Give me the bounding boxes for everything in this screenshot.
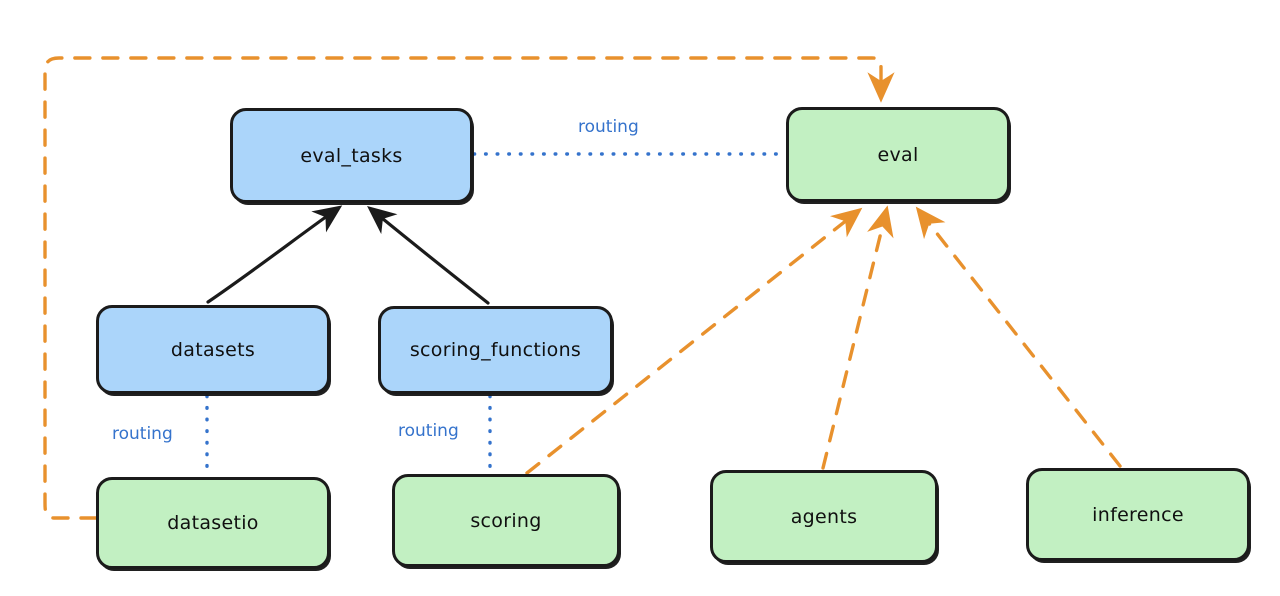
node-scoring[interactable]: scoring: [392, 474, 620, 567]
edge-scoring-to-eval: [525, 207, 863, 475]
node-label-datasets: datasets: [170, 338, 256, 361]
edge-scoring-functions-to-eval-tasks: [367, 205, 490, 305]
node-label-eval: eval: [877, 143, 919, 166]
node-datasets[interactable]: datasets: [96, 305, 330, 394]
edge-label-routing-eval-tasks: routing: [578, 117, 639, 137]
node-label-datasetio: datasetio: [167, 512, 259, 534]
node-label-eval-tasks: eval_tasks: [300, 144, 403, 167]
node-label-scoring: scoring: [470, 509, 542, 532]
edge-datasets-to-eval-tasks: [206, 205, 343, 304]
edge-label-routing-datasets: routing: [112, 424, 173, 444]
node-datasetio[interactable]: datasetio: [96, 477, 330, 569]
edge-inference-to-eval: [915, 206, 1122, 468]
node-label-agents: agents: [790, 505, 858, 528]
edge-datasetio-to-eval: [43, 56, 895, 520]
edge-label-routing-scoring-functions: routing: [398, 421, 459, 441]
node-eval-tasks[interactable]: eval_tasks: [230, 108, 473, 203]
node-inference[interactable]: inference: [1026, 468, 1250, 561]
node-scoring-functions[interactable]: scoring_functions: [378, 306, 613, 394]
edge-agents-to-eval: [821, 205, 894, 470]
node-label-inference: inference: [1092, 503, 1184, 526]
node-eval[interactable]: eval: [786, 107, 1010, 202]
node-agents[interactable]: agents: [710, 470, 938, 563]
node-label-scoring-functions: scoring_functions: [409, 339, 582, 361]
